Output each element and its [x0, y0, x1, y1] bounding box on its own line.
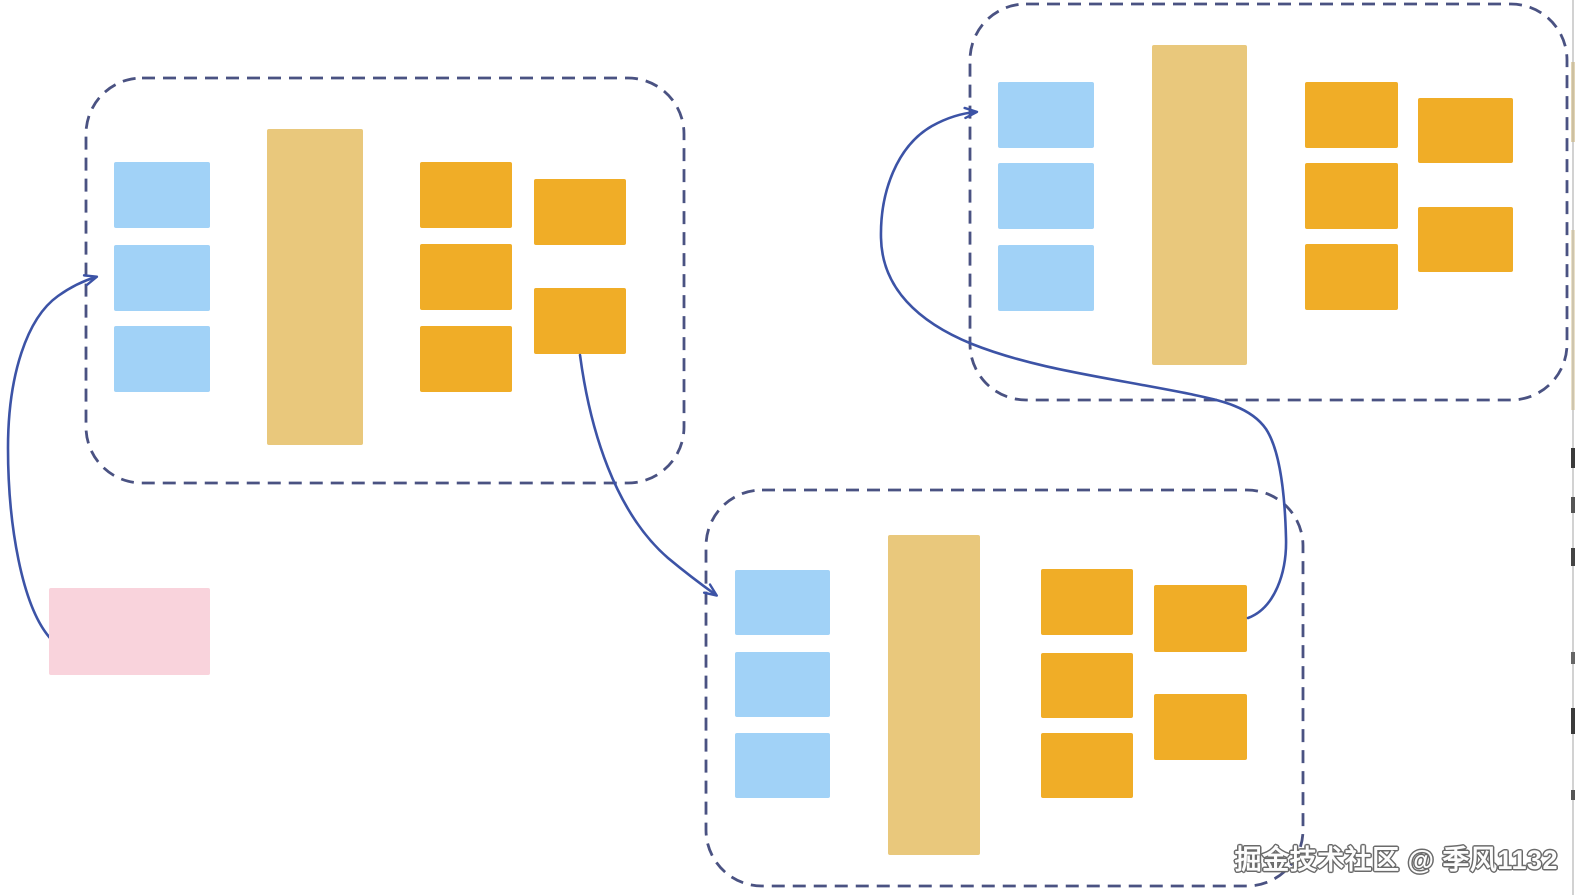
group-bottom-center-blue-3: [735, 733, 830, 798]
group-bottom-center-tan-bar: [888, 535, 980, 855]
edge-seg: [1571, 548, 1575, 566]
group-top-right-blue-3: [998, 245, 1094, 311]
group-top-left: [86, 78, 684, 483]
group-top-right-blue-2: [998, 163, 1094, 229]
group-bottom-center-orange-mid-3: [1041, 733, 1133, 798]
group-top-left-blue-3: [114, 326, 210, 392]
group-bottom-center-orange-right-1: [1154, 585, 1247, 652]
group-bottom-center-blue-2: [735, 652, 830, 717]
group-bottom-center: [706, 490, 1303, 886]
group-top-left-orange-mid-3: [420, 326, 512, 392]
group-top-left-blue-2: [114, 245, 210, 311]
screen-edge-artifact: [1569, 0, 1576, 895]
group-top-right-orange-mid-3: [1305, 244, 1398, 310]
pink-block: [49, 588, 210, 675]
group-top-left-orange-mid-2: [420, 244, 512, 310]
watermark: 掘金技术社区 @ 季风1132: [1234, 845, 1558, 875]
group-top-right-blue-1: [998, 82, 1094, 148]
group-top-right-orange-right-1: [1418, 98, 1513, 163]
edge-seg: [1571, 497, 1575, 513]
edge-seg: [1571, 62, 1575, 142]
group-top-left-blue-1: [114, 162, 210, 228]
group-top-left-orange-right-1: [534, 179, 626, 245]
group-top-right-orange-mid-1: [1305, 82, 1398, 148]
group-top-right: [970, 4, 1567, 400]
group-bottom-center-orange-mid-2: [1041, 653, 1133, 718]
connector-pink-to-top-left: [6, 274, 99, 640]
edge-line: [1572, 0, 1574, 895]
group-bottom-center-orange-right-2: [1154, 694, 1247, 760]
group-top-left-tan-bar: [267, 129, 363, 445]
edge-seg: [1571, 708, 1575, 734]
group-top-left-orange-mid-1: [420, 162, 512, 228]
edge-seg: [1571, 448, 1575, 468]
group-top-right-orange-right-2: [1418, 207, 1513, 272]
group-top-left-orange-right-2: [534, 288, 626, 354]
group-bottom-center-orange-mid-1: [1041, 569, 1133, 635]
edge-seg: [1571, 230, 1575, 410]
group-top-right-orange-mid-2: [1305, 163, 1398, 229]
group-bottom-center-blue-1: [735, 570, 830, 635]
group-top-right-tan-bar: [1152, 45, 1247, 365]
edge-seg: [1571, 790, 1575, 800]
edge-seg: [1571, 652, 1575, 664]
